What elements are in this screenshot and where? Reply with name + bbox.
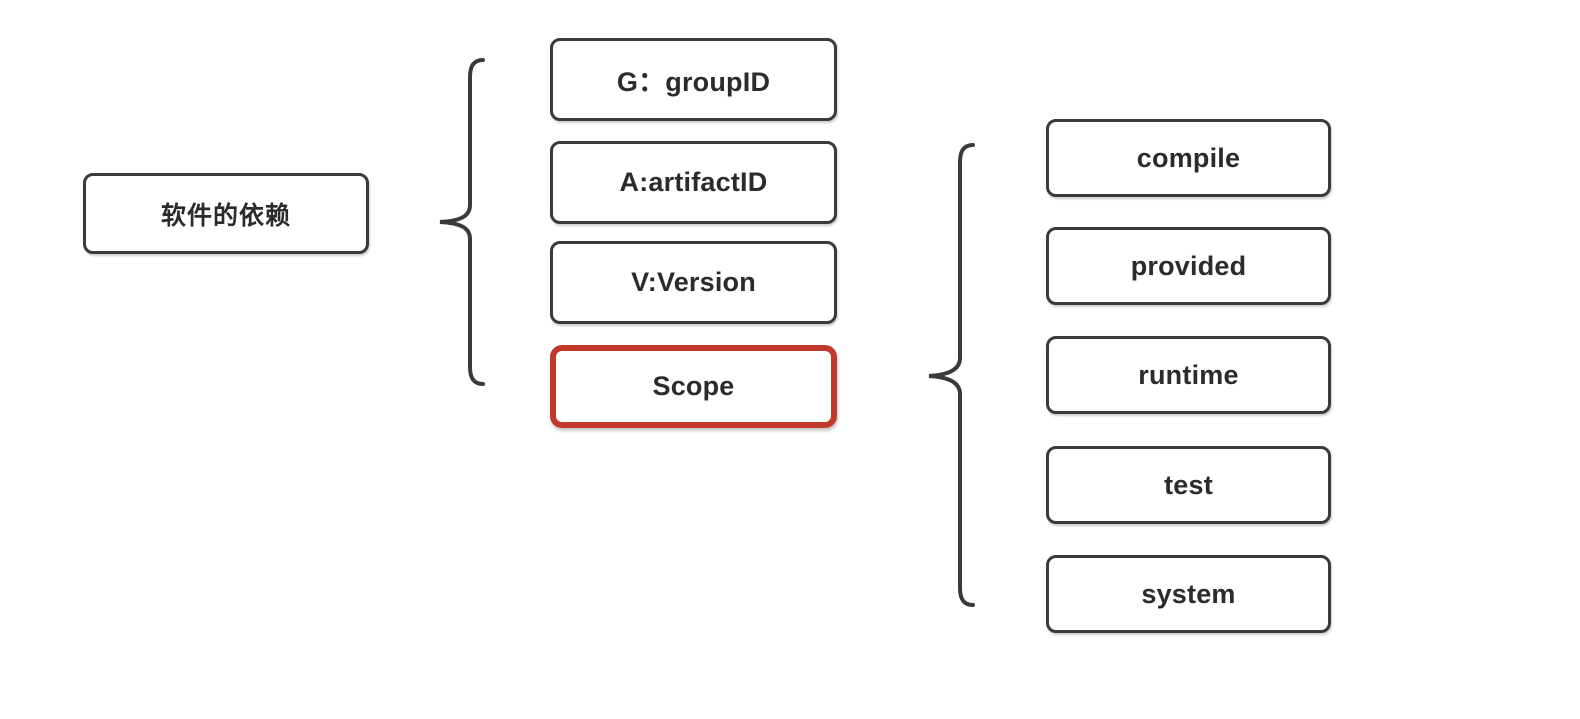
node-version[interactable]: V:Version — [550, 241, 837, 324]
curly-brace-icon — [928, 143, 975, 607]
node-label: Scope — [652, 371, 735, 401]
node-scope[interactable]: Scope — [550, 345, 837, 428]
node-label: test — [1164, 469, 1213, 500]
node-scope-test[interactable]: test — [1046, 446, 1331, 524]
node-scope-runtime[interactable]: runtime — [1046, 336, 1331, 414]
node-label: compile — [1136, 142, 1241, 173]
node-software-dependency[interactable]: 软件的依赖 — [83, 173, 369, 254]
node-scope-provided[interactable]: provided — [1046, 227, 1331, 305]
scopes-brace — [915, 130, 995, 620]
node-artifact-id[interactable]: A:artifactID — [550, 141, 837, 224]
node-label: V:Version — [631, 267, 756, 297]
node-scope-system[interactable]: system — [1046, 555, 1331, 633]
coordinates-brace — [425, 45, 505, 400]
node-label: 软件的依赖 — [160, 200, 291, 230]
node-label: G：groupID — [616, 67, 771, 97]
node-label: provided — [1130, 250, 1247, 281]
node-group-id[interactable]: G：groupID — [550, 38, 837, 121]
node-label: A:artifactID — [619, 167, 768, 197]
node-label: system — [1141, 578, 1236, 609]
node-label: runtime — [1138, 359, 1239, 390]
node-scope-compile[interactable]: compile — [1046, 119, 1331, 197]
curly-brace-icon — [439, 58, 485, 386]
